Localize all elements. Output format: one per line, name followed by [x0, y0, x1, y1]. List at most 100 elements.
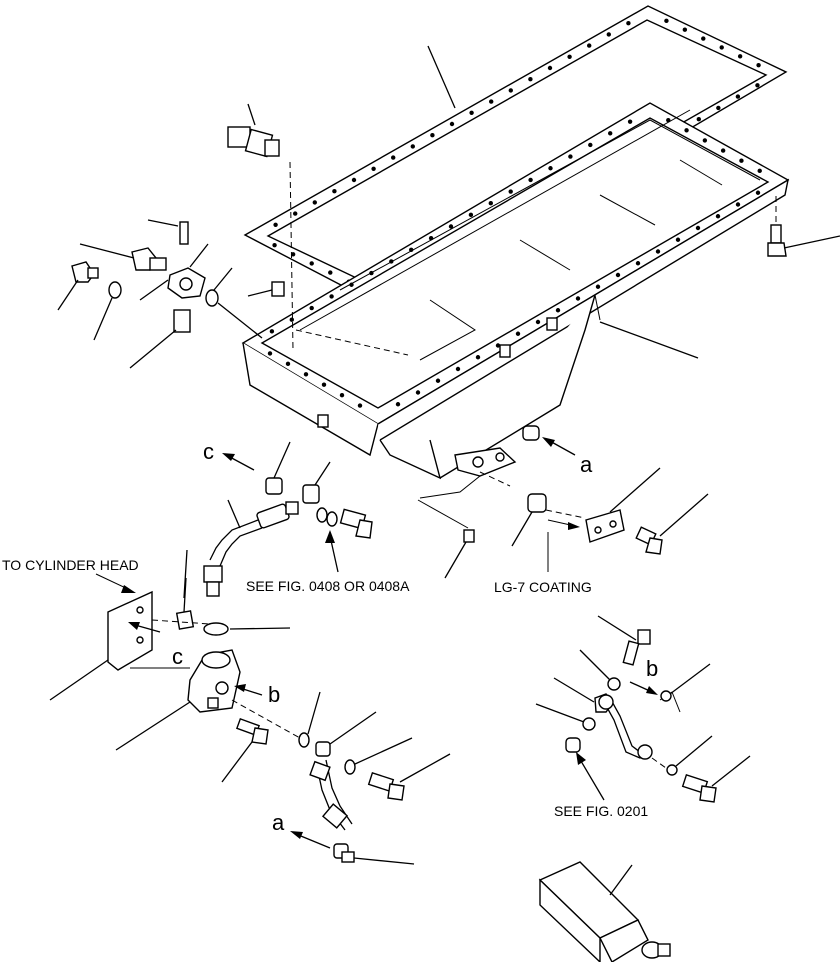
- arrow-a-lower: a: [272, 810, 331, 849]
- arrow-lg7: [547, 519, 580, 572]
- bolt-b: [597, 615, 651, 666]
- arrow-b-mid: b: [234, 682, 280, 707]
- gasket-bolt-hole: [547, 65, 553, 71]
- bracket-mid: [419, 447, 517, 499]
- pan-bolt-hole: [357, 403, 363, 408]
- gasket-bolt-hole: [371, 166, 376, 171]
- gasket-bolt-hole: [508, 88, 513, 93]
- gasket-bolt-hole: [391, 155, 396, 160]
- pan-bolt-hole: [488, 201, 493, 206]
- bolt-plate: [635, 493, 709, 555]
- pan-bolt-hole: [515, 331, 521, 336]
- gasket-bolt-hole: [430, 133, 435, 138]
- arrow-a-upper: a: [542, 437, 593, 477]
- oil-pan: [241, 102, 790, 480]
- c-upper-group: c: [203, 439, 255, 471]
- pan-bolt-hole: [329, 294, 334, 299]
- bolt-filter-head: [221, 717, 269, 783]
- gasket-bolt-hole: [682, 27, 688, 32]
- ref-b-mid: b: [268, 682, 280, 707]
- pan-bolt-hole: [349, 282, 354, 287]
- label-lg7-coating: LG-7 COATING: [494, 579, 592, 595]
- label-see-fig-0201: SEE FIG. 0201: [554, 803, 648, 819]
- gasket-bolt-hole: [737, 54, 743, 59]
- pan-bolt-hole: [508, 189, 513, 194]
- pan-bolt-hole: [757, 168, 762, 174]
- pan-bolt-hole: [369, 270, 374, 276]
- pan-bolt-hole: [635, 261, 641, 266]
- washer-right-3: [660, 663, 711, 702]
- label-see-fig-0408: SEE FIG. 0408 OR 0408A: [246, 578, 410, 594]
- plate: [585, 467, 661, 543]
- pan-bolt-hole: [720, 148, 726, 153]
- bolt-right-top: [767, 196, 840, 257]
- gasket-bolt-hole: [735, 94, 741, 99]
- gasket-bolt-hole: [328, 270, 333, 275]
- elbow-fitting: [227, 103, 294, 351]
- small-elbow-right: [565, 737, 605, 801]
- gasket-bolt-hole: [332, 189, 337, 194]
- elbow-small: [302, 461, 331, 504]
- pan-bolt-hole: [548, 166, 553, 171]
- pan-bolt-hole: [568, 154, 573, 159]
- gasket-bolt-hole: [626, 21, 631, 26]
- pan-bolt-hole: [395, 402, 401, 407]
- washer-right-2: [535, 703, 596, 731]
- pan-bolt-hole: [495, 343, 501, 348]
- pan-bolt-hole: [303, 372, 309, 377]
- bushing-mid: [511, 493, 547, 547]
- washer-pipe: [344, 737, 413, 775]
- hose-end-fitting: [183, 549, 223, 599]
- gasket-bolt-hole: [606, 32, 611, 37]
- gasket-bolt-hole: [469, 110, 474, 116]
- pan-bolt-hole: [655, 249, 661, 254]
- washer-lower: [298, 691, 321, 748]
- drain-plug: [129, 309, 191, 369]
- pan-bolt-hole: [435, 378, 441, 383]
- gasket-bolt-hole: [309, 261, 314, 266]
- pan-bolt-hole: [528, 177, 533, 183]
- gasket-bolt-hole: [293, 211, 298, 216]
- pan-bolt-hole: [666, 117, 671, 123]
- o-ring: [203, 622, 291, 636]
- bolt-pipe: [367, 753, 451, 801]
- pan-bolt-hole: [735, 202, 741, 207]
- label-to-cylinder-head: TO CYLINDER HEAD: [2, 557, 139, 573]
- pan-bolt-hole: [588, 142, 593, 148]
- ref-a-upper: a: [580, 452, 593, 477]
- gasket-bolt-hole: [351, 177, 357, 183]
- ref-b-right: b: [646, 656, 658, 681]
- pan-bolt-hole: [309, 305, 314, 311]
- gasket-bolt-hole: [489, 99, 494, 104]
- small-bolt-left: [57, 261, 99, 311]
- pan-bolt-hole: [755, 190, 761, 195]
- plug-small: [247, 281, 285, 297]
- gasket-bolt-hole: [755, 83, 760, 88]
- c-lower-group: c: [128, 622, 183, 669]
- pan-bolt-hole: [269, 329, 275, 334]
- gasket-bolt-hole: [290, 252, 296, 257]
- mounting-plate: [49, 590, 153, 701]
- ref-c-upper: c: [203, 439, 214, 464]
- ref-a-lower: a: [272, 810, 285, 835]
- pan-bolt-hole: [695, 225, 701, 231]
- bolt-right-lower: [681, 755, 751, 803]
- tube-right: [598, 691, 681, 760]
- gasket-bolt-hole: [410, 144, 415, 149]
- gasket-bolt-hole: [716, 105, 721, 111]
- washer-left: [93, 281, 122, 341]
- pan-bolt-hole: [555, 308, 561, 313]
- pan-bolt-hole: [595, 284, 601, 289]
- pan-bolt-hole: [409, 247, 414, 252]
- oil-pan-gasket: [243, 5, 788, 309]
- pan-bolt-hole: [428, 235, 434, 241]
- pan-bolt-hole: [615, 272, 621, 278]
- pan-bolt-hole: [448, 224, 454, 229]
- pan-bolt-hole: [739, 158, 744, 163]
- ref-c-lower: c: [172, 644, 183, 669]
- flange-bracket: [139, 243, 209, 301]
- gasket-bolt-hole: [696, 117, 701, 122]
- pipe-lower: [309, 759, 353, 831]
- washer-right-4: [666, 735, 713, 776]
